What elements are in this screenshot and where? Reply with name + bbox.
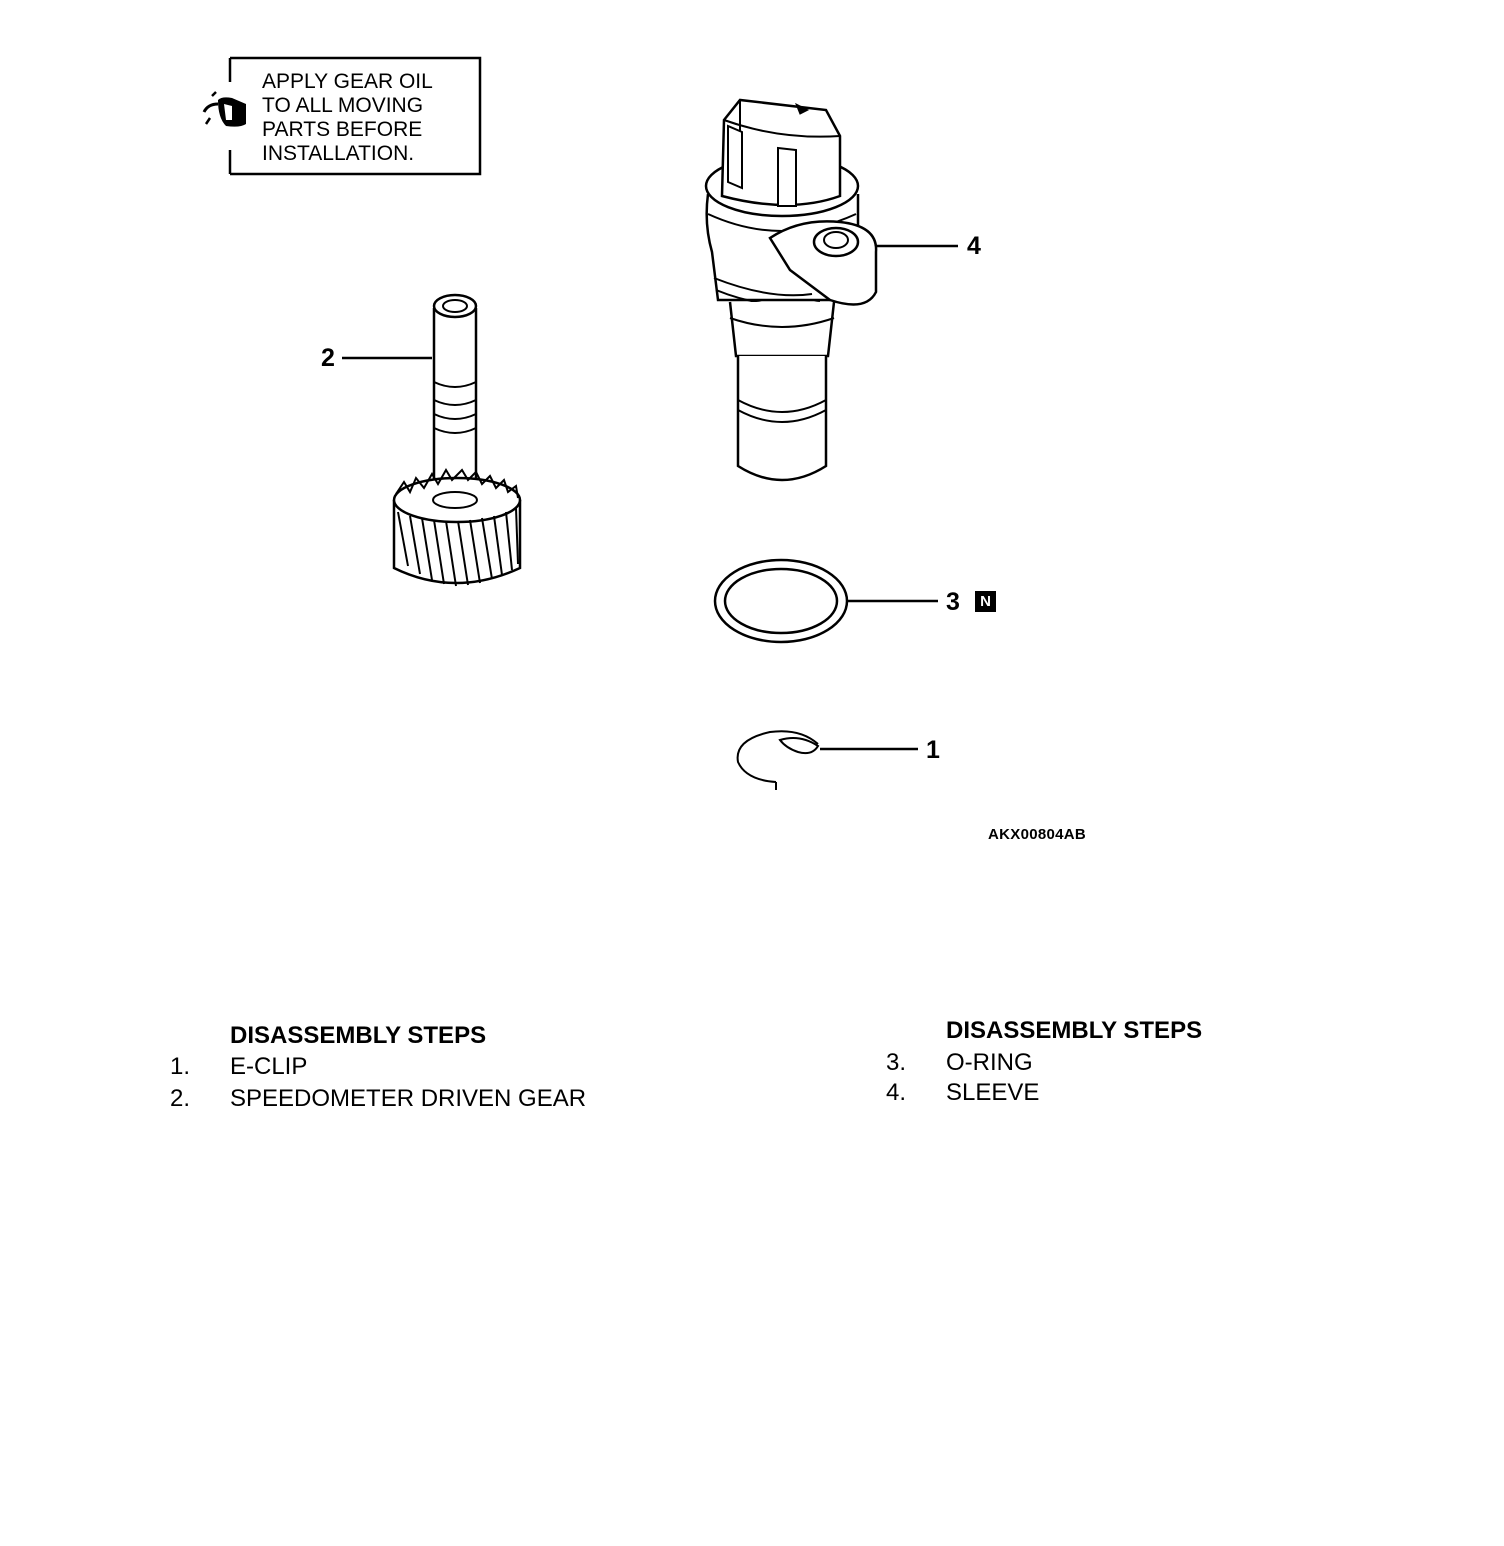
gear-oil-note-frame [228, 56, 482, 176]
callout-leader-lines [342, 244, 958, 751]
step-label: SPEEDOMETER DRIVEN GEAR [230, 1085, 587, 1112]
note-line: PARTS BEFORE [262, 118, 423, 141]
callout-3: 3 [946, 588, 960, 616]
sleeve-drawing [704, 98, 878, 482]
step-number: 4. [886, 1079, 907, 1106]
figure-code: AKX00804AB [988, 826, 1087, 843]
note-line: TO ALL MOVING [262, 94, 424, 117]
step-number: 1. [170, 1053, 191, 1080]
gear-oil-note: APPLY GEAR OIL TO ALL MOVING PARTS BEFOR… [262, 70, 433, 166]
callout-1: 1 [926, 736, 940, 764]
step-label: SLEEVE [946, 1079, 1040, 1106]
oil-can-icon [202, 91, 246, 127]
o-ring-drawing [713, 558, 849, 644]
note-line: APPLY GEAR OIL [262, 70, 433, 93]
step-number: 3. [886, 1049, 907, 1076]
speedometer-driven-gear-drawing [392, 293, 522, 587]
steps-title: DISASSEMBLY STEPS [946, 1017, 1203, 1044]
callout-4: 4 [967, 232, 981, 260]
step-label: E-CLIP [230, 1053, 308, 1080]
steps-title: DISASSEMBLY STEPS [230, 1022, 487, 1049]
new-part-badge: N [975, 591, 996, 612]
callout-2: 2 [321, 344, 335, 372]
step-label: O-RING [946, 1049, 1033, 1076]
step-number: 2. [170, 1085, 191, 1112]
note-line: INSTALLATION. [262, 142, 415, 165]
e-clip-drawing [736, 730, 820, 790]
